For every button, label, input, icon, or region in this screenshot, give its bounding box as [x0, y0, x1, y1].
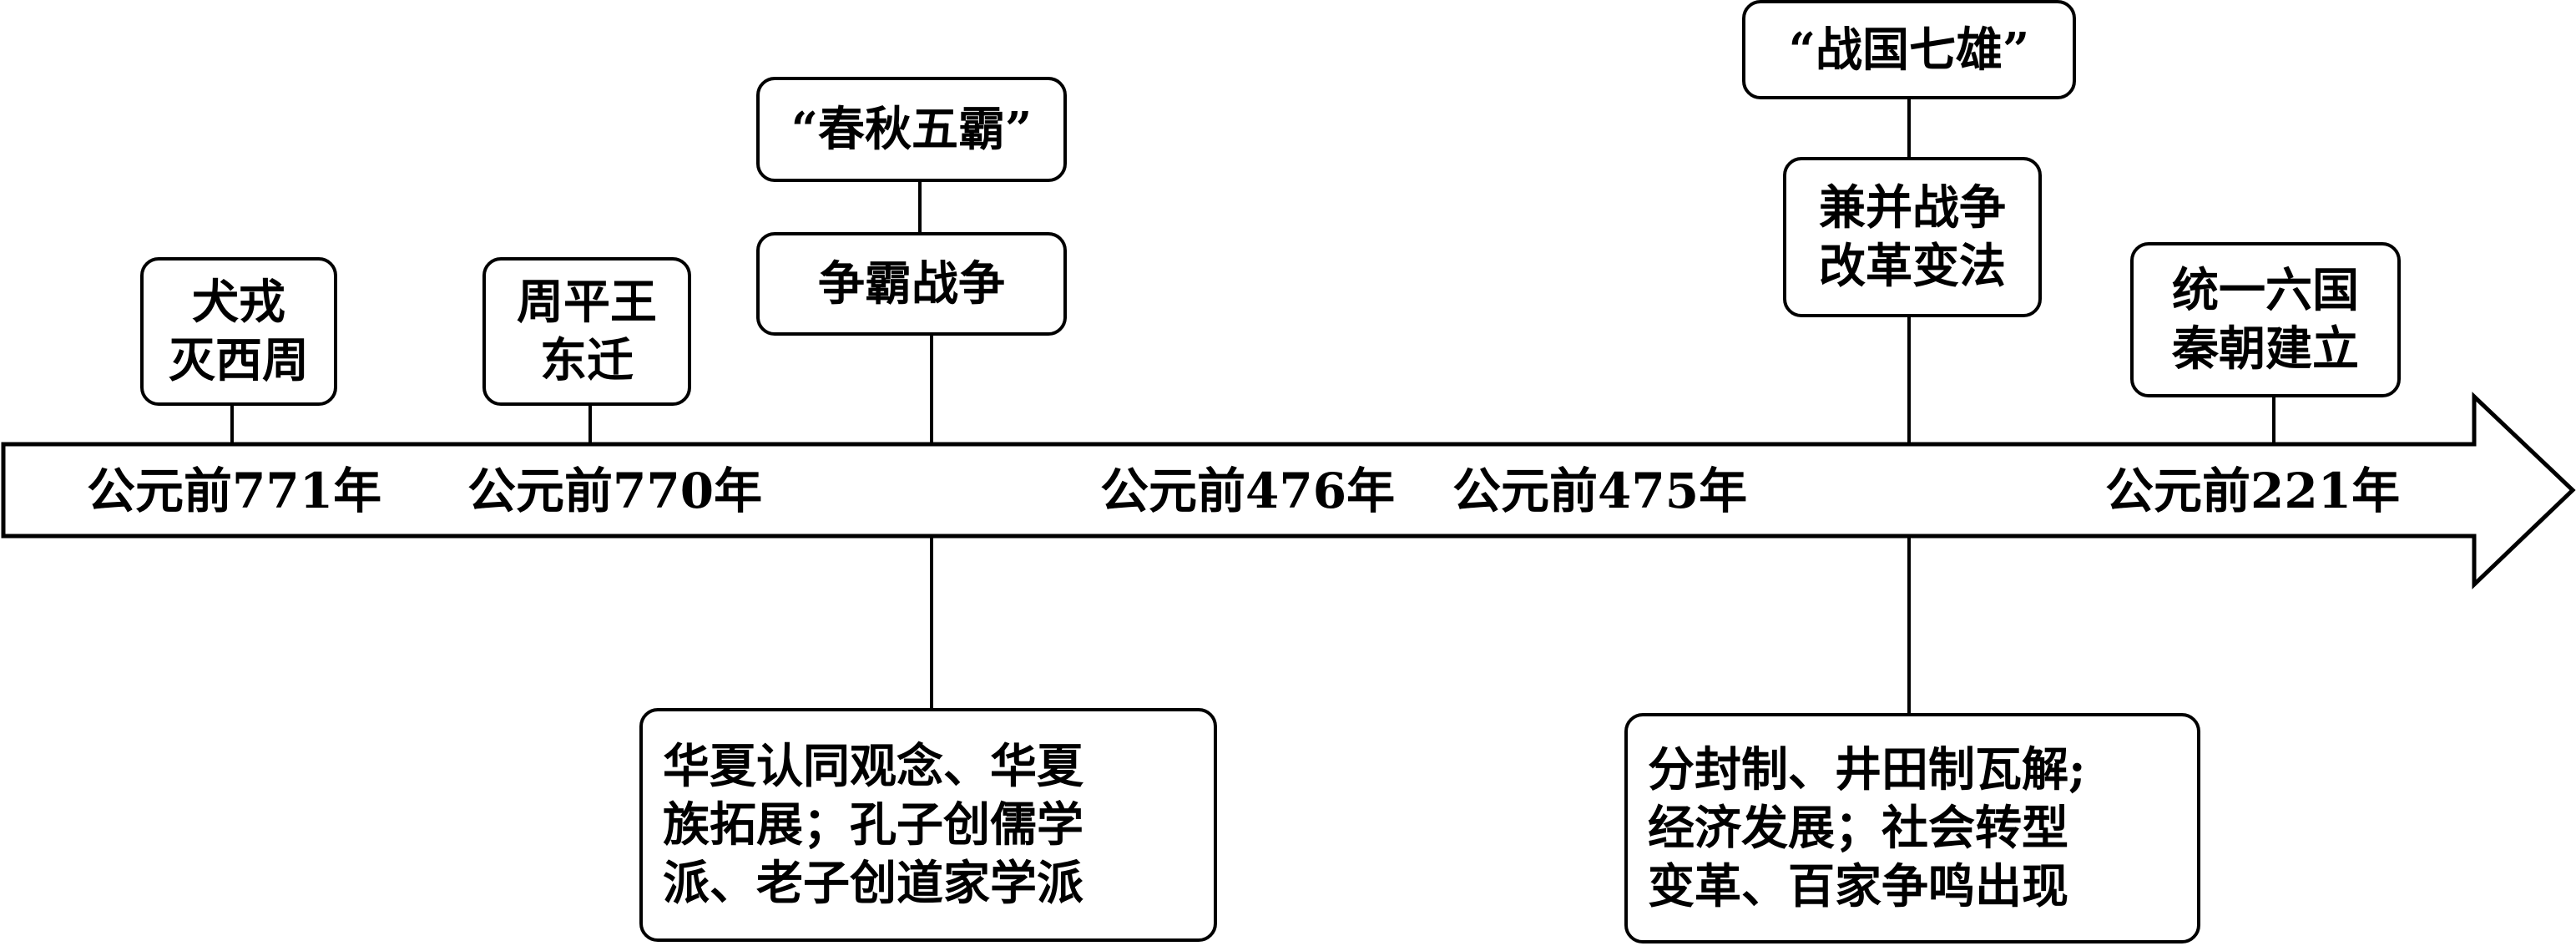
event-text: 周平王 [517, 275, 657, 330]
event-text: 灭西周 [169, 333, 309, 388]
year-label-476: 公元前476年 [1100, 463, 1396, 519]
connector-lines [230, 96, 2275, 715]
event-box-zhengba: 争霸战争 [756, 232, 1067, 336]
result-box-chunqiu: 华夏认同观念、华夏 族拓展；孔子创儒学 派、老子创道家学派 [639, 708, 1217, 942]
result-text: 派、老子创道家学派 [663, 856, 1083, 911]
result-text: 经济发展；社会转型 [1648, 801, 2068, 856]
event-text: 秦朝建立 [2172, 321, 2359, 377]
event-box-chunqiu-wuba: “春秋五霸” [756, 77, 1067, 182]
year-label-475: 公元前475年 [1452, 463, 1748, 519]
result-text: 变革、百家争鸣出现 [1648, 859, 2068, 914]
event-box-zhanguo-qixiong: “战国七雄” [1742, 0, 2076, 99]
result-text: 华夏认同观念、华夏 [663, 739, 1083, 794]
year-label-771: 公元前771年 [87, 463, 382, 519]
event-text: “春秋五霸” [790, 102, 1033, 157]
event-text: 统一六国 [2172, 263, 2359, 318]
event-box-tongyi: 统一六国 秦朝建立 [2130, 242, 2401, 397]
event-text: 犬戎 [192, 275, 285, 330]
event-text: “战国七雄” [1788, 22, 2030, 78]
event-text: 改革变法 [1819, 239, 2006, 294]
result-box-zhanguo: 分封制、井田制瓦解; 经济发展；社会转型 变革、百家争鸣出现 [1624, 713, 2200, 943]
result-text: 族拓展；孔子创儒学 [663, 797, 1083, 852]
timeline-arrow [1, 392, 2576, 589]
event-box-quanrong: 犬戎 灭西周 [140, 257, 337, 406]
event-text: 东迁 [540, 333, 634, 388]
event-box-jianbing: 兼并战争 改革变法 [1783, 157, 2042, 317]
event-text: 兼并战争 [1819, 180, 2006, 235]
event-box-zhoupingwang: 周平王 东迁 [482, 257, 691, 406]
year-label-770: 公元前770年 [467, 463, 763, 519]
result-text: 分封制、井田制瓦解; [1648, 742, 2086, 797]
year-label-221: 公元前221年 [2105, 463, 2401, 519]
event-text: 争霸战争 [818, 256, 1005, 311]
